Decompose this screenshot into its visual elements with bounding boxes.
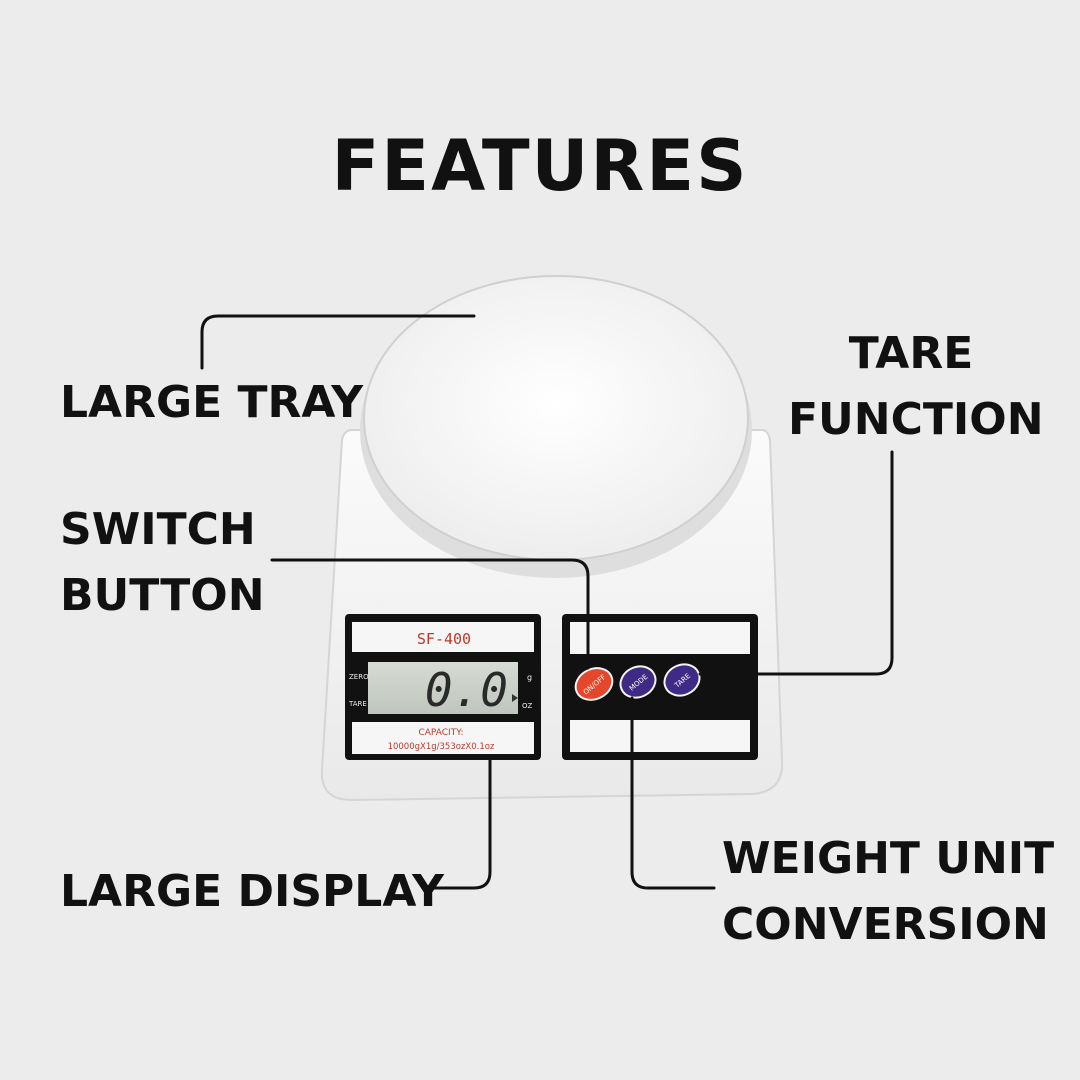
capacity-title: CAPACITY: — [418, 728, 463, 738]
unit-arrow-icon — [512, 694, 518, 702]
weight-unit-line-2: CONVERSION — [722, 899, 1049, 950]
weight-unit-callout — [630, 696, 716, 890]
display-panel: SF-400 0.0 ZERO TARE g OZ CAPACITY: 1000… — [345, 614, 541, 760]
tare-function-line-2: FUNCTION — [788, 394, 1044, 445]
large-display-text: LARGE DISPLAY — [60, 866, 445, 917]
switch-button-label: SWITCH BUTTON — [60, 497, 265, 629]
weight-unit-label: WEIGHT UNIT CONVERSION — [722, 826, 1055, 958]
large-tray-callout — [200, 314, 476, 370]
large-tray-label: LARGE TRAY — [60, 370, 363, 436]
tare-function-callout — [698, 450, 894, 676]
gram-indicator: g — [527, 673, 532, 682]
switch-button-line-1: SWITCH — [60, 504, 256, 555]
zero-indicator: ZERO — [349, 673, 369, 681]
switch-button-line-2: BUTTON — [60, 570, 265, 621]
model-label: SF-400 — [417, 630, 471, 648]
button-panel: ON/OFF MODE TARE — [562, 614, 758, 760]
tare-function-label: TARE FUNCTION — [788, 321, 1044, 453]
scale-tray — [360, 275, 752, 578]
weight-reading: 0.0 — [425, 663, 508, 717]
tare-indicator: TARE — [348, 700, 367, 708]
tare-button[interactable]: TARE — [659, 659, 704, 701]
large-display-callout — [422, 754, 492, 890]
mode-button[interactable]: MODE — [615, 661, 660, 703]
large-tray-text: LARGE TRAY — [60, 377, 364, 428]
switch-button-callout — [270, 558, 590, 670]
capacity-value: 10000gX1g/353ozX0.1oz — [388, 742, 495, 752]
page-title: FEATURES — [331, 125, 749, 207]
onoff-button[interactable]: ON/OFF — [570, 662, 617, 705]
callout-lines — [200, 314, 894, 890]
weight-unit-line-1: WEIGHT UNIT — [722, 833, 1055, 884]
large-display-label: LARGE DISPLAY — [60, 859, 444, 925]
lcd-screen — [368, 662, 518, 714]
ounce-indicator: OZ — [522, 702, 533, 710]
tare-function-line-1: TARE — [848, 328, 974, 379]
